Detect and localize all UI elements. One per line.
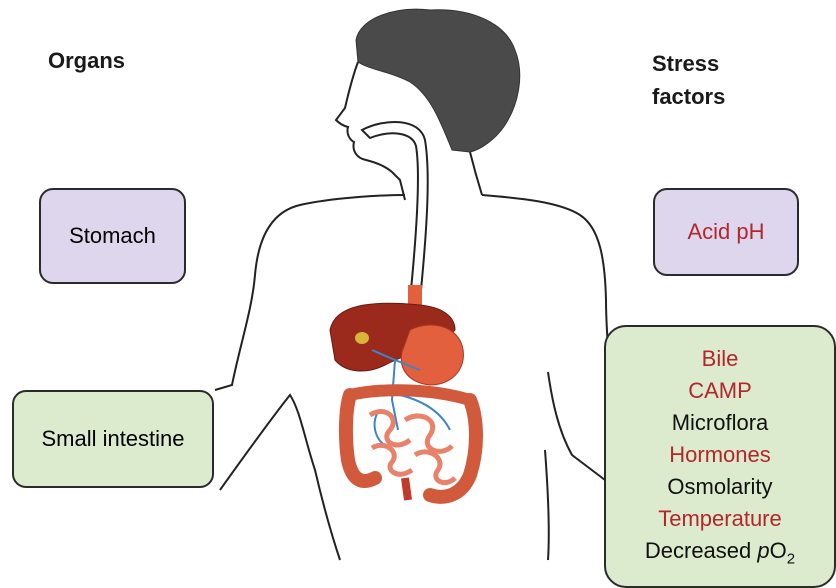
- stress-factor-camp: CAMP: [658, 375, 782, 407]
- stress-heading-line2: factors: [652, 80, 725, 113]
- stress-factor-temperature: Temperature: [658, 503, 782, 535]
- large-intestine: [346, 395, 476, 497]
- left-arm-inner: [220, 395, 340, 560]
- decreased-po2-prefix: Decreased: [645, 538, 758, 563]
- body-right-outline: [482, 195, 612, 400]
- stomach-label: Stomach: [69, 223, 156, 249]
- right-arm-inner: [548, 372, 605, 480]
- gallbladder: [355, 332, 369, 344]
- hip-right: [545, 450, 549, 560]
- stress-factor-microflora: Microflora: [658, 407, 782, 439]
- stomach-organ: [401, 325, 463, 385]
- decreased-po2-subscript: 2: [787, 550, 795, 567]
- stress-heading-line1: Stress: [652, 47, 725, 80]
- neck-back: [470, 152, 482, 195]
- organs-heading: Organs: [48, 44, 125, 77]
- stress-factor-hormones: Hormones: [658, 439, 782, 471]
- decreased-po2-main: O: [770, 538, 787, 563]
- decreased-po2-italic: p: [757, 538, 769, 563]
- stress-factor-bile: Bile: [658, 343, 782, 375]
- acid-ph-label: Acid pH: [687, 219, 764, 245]
- esophagus: [362, 122, 428, 300]
- stress-factor-osmolarity: Osmolarity: [658, 471, 782, 503]
- stress-factors-heading: Stress factors: [652, 47, 725, 113]
- rectum: [405, 478, 408, 500]
- stomach-box: Stomach: [39, 188, 186, 284]
- stress-factor-decreased-po2: Decreased pO2: [645, 535, 795, 575]
- small-intestine-coils: [370, 411, 455, 482]
- small-intestine-label: Small intestine: [41, 426, 184, 452]
- acid-ph-box: Acid pH: [653, 188, 799, 276]
- small-intestine-box: Small intestine: [12, 390, 214, 488]
